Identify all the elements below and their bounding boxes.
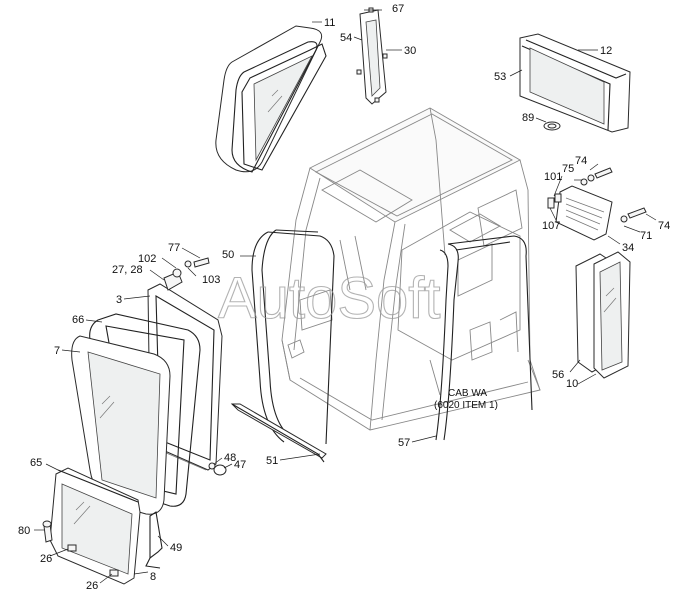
leader-lines — [34, 9, 657, 584]
label-30: 30 — [404, 45, 416, 57]
label-103: 103 — [202, 274, 220, 286]
label-50: 50 — [222, 249, 234, 261]
door-seal-strip — [251, 229, 335, 445]
label-47: 47 — [234, 459, 246, 471]
front-seal-strip — [435, 235, 533, 441]
label-51: 51 — [266, 455, 278, 467]
door-window-assembly — [71, 257, 227, 515]
lower-panel-assembly — [42, 467, 163, 585]
label-3: 3 — [116, 294, 122, 306]
label-74-top: 74 — [575, 155, 587, 167]
label-53: 53 — [494, 71, 506, 83]
cab-body — [281, 107, 541, 431]
label-8: 8 — [150, 571, 156, 583]
label-10: 10 — [566, 378, 578, 390]
rear-glass-assembly — [519, 33, 631, 133]
label-71: 71 — [640, 230, 652, 242]
air-vent-assembly — [547, 167, 647, 241]
caption-line-2: (6020 ITEM 1) — [434, 400, 498, 411]
bottom-rail — [230, 403, 327, 463]
label-107: 107 — [542, 220, 560, 232]
label-65: 65 — [30, 457, 42, 469]
label-27-28: 27, 28 — [112, 264, 143, 276]
label-89: 89 — [522, 112, 534, 124]
label-26-left: 26 — [40, 553, 52, 565]
label-80: 80 — [18, 525, 30, 537]
narrow-window-frame — [356, 7, 388, 105]
label-67: 67 — [392, 3, 404, 15]
side-glass-right — [575, 251, 631, 379]
label-12: 12 — [600, 45, 612, 57]
autosoft-watermark: AutoSoft — [218, 266, 440, 331]
label-56: 56 — [552, 369, 564, 381]
label-57: 57 — [398, 437, 410, 449]
caption-line-1: CAB WA — [448, 388, 487, 399]
label-54: 54 — [340, 32, 352, 44]
part-number-labels: 11 67 54 30 12 53 89 74 75 101 107 71 74… — [18, 3, 670, 592]
label-74-right: 74 — [658, 220, 670, 232]
roof-glass-assembly — [215, 25, 327, 173]
label-77: 77 — [168, 242, 180, 254]
label-102: 102 — [138, 253, 156, 265]
label-48: 48 — [224, 452, 236, 464]
label-7: 7 — [54, 345, 60, 357]
label-49: 49 — [170, 542, 182, 554]
label-34: 34 — [622, 242, 634, 254]
label-11: 11 — [324, 17, 335, 29]
label-101: 101 — [544, 171, 562, 183]
label-66: 66 — [72, 314, 84, 326]
label-26-bottom: 26 — [86, 580, 98, 592]
label-75: 75 — [562, 163, 574, 175]
